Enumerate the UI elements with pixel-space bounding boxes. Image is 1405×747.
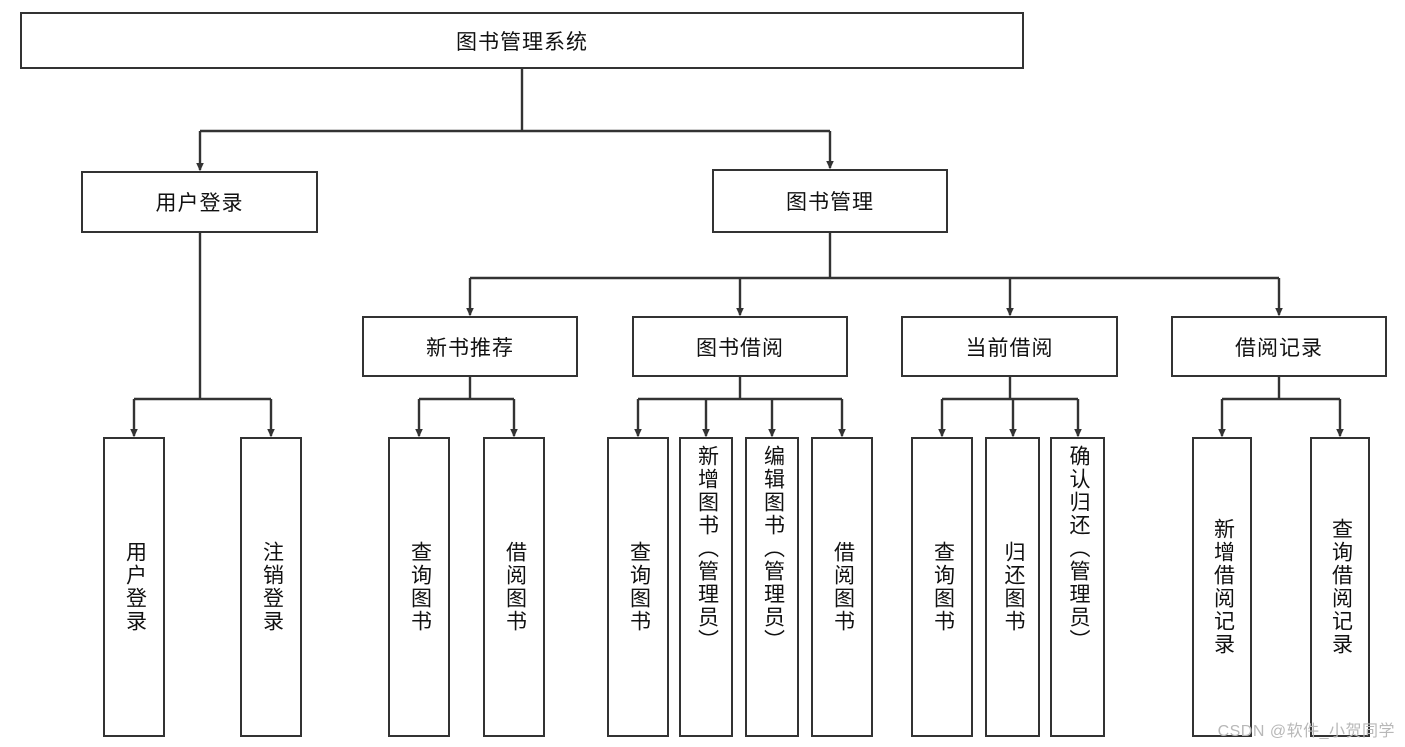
- leaf-user-login[interactable]: 用户登录: [103, 437, 165, 737]
- node-label: 注销登录: [260, 541, 284, 633]
- node-label: 查询图书: [931, 541, 955, 633]
- leaf-confirm-return-admin[interactable]: 确认归还（管理员）: [1050, 437, 1105, 737]
- leaf-query-book-current[interactable]: 查询图书: [911, 437, 973, 737]
- leaf-add-book-admin[interactable]: 新增图书（管理员）: [679, 437, 733, 737]
- leaf-borrow-book-recommendation[interactable]: 借阅图书: [483, 437, 545, 737]
- node-book-management[interactable]: 图书管理: [712, 169, 948, 233]
- node-label: 新增借阅记录: [1211, 518, 1235, 656]
- node-label: 当前借阅: [965, 336, 1054, 360]
- node-label: 确认归还（管理员）: [1066, 445, 1090, 652]
- leaf-return-book[interactable]: 归还图书: [985, 437, 1040, 737]
- node-label: 借阅图书: [831, 541, 855, 633]
- leaf-user-logout[interactable]: 注销登录: [240, 437, 302, 737]
- leaf-query-book-recommendation[interactable]: 查询图书: [388, 437, 450, 737]
- leaf-query-book-borrowing[interactable]: 查询图书: [607, 437, 669, 737]
- node-new-book-recommendation[interactable]: 新书推荐: [362, 316, 578, 377]
- node-borrowing-records[interactable]: 借阅记录: [1171, 316, 1387, 377]
- node-label: 图书管理系统: [456, 30, 588, 54]
- node-label: 查询图书: [408, 541, 432, 633]
- node-label: 图书管理: [786, 191, 874, 214]
- node-label: 查询借阅记录: [1329, 518, 1353, 656]
- node-label: 新增图书（管理员）: [695, 445, 719, 652]
- node-label: 用户登录: [155, 192, 244, 215]
- node-root[interactable]: 图书管理系统: [20, 12, 1024, 69]
- node-label: 归还图书: [1001, 541, 1025, 633]
- node-label: 借阅记录: [1235, 336, 1323, 360]
- node-current-borrowing[interactable]: 当前借阅: [901, 316, 1118, 377]
- node-label: 新书推荐: [426, 336, 514, 360]
- leaf-borrow-book-borrowing[interactable]: 借阅图书: [811, 437, 873, 737]
- node-label: 借阅图书: [503, 541, 527, 633]
- leaf-edit-book-admin[interactable]: 编辑图书（管理员）: [745, 437, 799, 737]
- node-book-borrowing[interactable]: 图书借阅: [632, 316, 848, 377]
- leaf-add-borrowing-record[interactable]: 新增借阅记录: [1192, 437, 1252, 737]
- node-label: 编辑图书（管理员）: [761, 445, 785, 652]
- node-label: 用户登录: [123, 541, 147, 633]
- leaf-query-borrowing-record[interactable]: 查询借阅记录: [1310, 437, 1370, 737]
- node-label: 查询图书: [627, 541, 651, 633]
- watermark: CSDN @软件_小贺同学: [1217, 723, 1395, 740]
- node-label: 图书借阅: [696, 336, 784, 360]
- node-user-login[interactable]: 用户登录: [81, 171, 318, 233]
